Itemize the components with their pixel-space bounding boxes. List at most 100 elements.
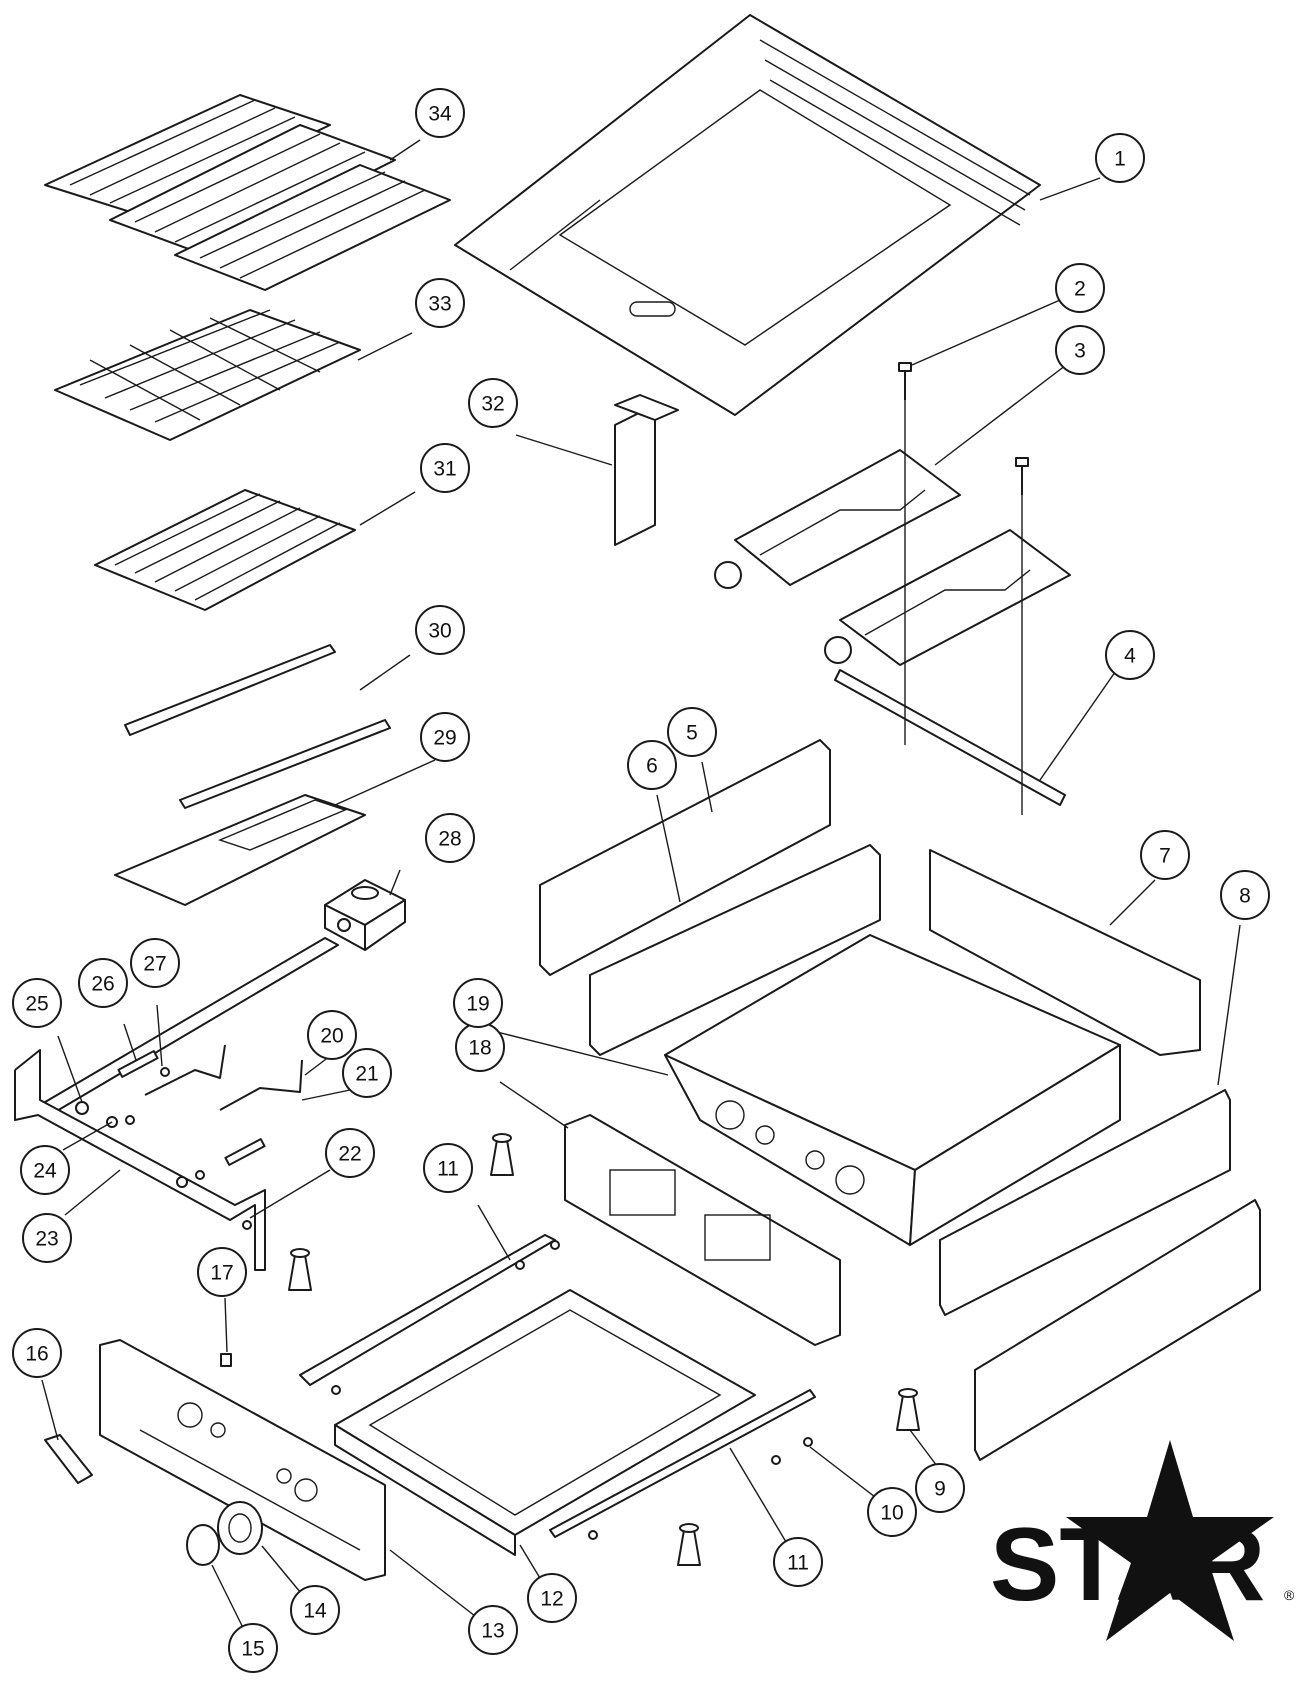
callout-circle (527, 1573, 577, 1623)
callout-number: 29 (433, 727, 456, 750)
callout-circle (468, 1605, 518, 1655)
callout-circle (867, 1487, 917, 1537)
callout-circle (1140, 830, 1190, 880)
callout-22: 22 (325, 1128, 375, 1178)
callout-number: 16 (25, 1343, 48, 1366)
part-back-panel-5 (539, 739, 831, 976)
star-logo: STAR ® (990, 1440, 1295, 1641)
callout-circle (228, 1623, 278, 1673)
callout-number: 31 (433, 458, 456, 481)
part-igniter-16 (44, 1434, 93, 1484)
part-front-bracket-18 (564, 1114, 841, 1346)
part-gas-valve-28 (324, 879, 406, 951)
callout-circle (415, 88, 465, 138)
part-drip-tray-29 (114, 794, 366, 906)
callout-number: 28 (438, 828, 461, 851)
callout-number: 32 (481, 393, 504, 416)
callout-circle (78, 958, 128, 1008)
callout-6: 6 (627, 740, 677, 790)
logo-registered-mark: ® (1284, 1587, 1295, 1603)
callout-25: 25 (12, 978, 62, 1028)
callout-32: 32 (468, 378, 518, 428)
part-knob-15 (186, 1524, 220, 1566)
callout-3: 3 (1055, 325, 1105, 375)
callout-2: 2 (1055, 263, 1105, 313)
callout-number: 11 (787, 1552, 809, 1575)
part-legs (288, 1133, 920, 1566)
callout-number: 12 (540, 1588, 563, 1611)
callout-27: 27 (130, 938, 180, 988)
callout-17: 17 (197, 1247, 247, 1297)
part-grate-31 (94, 489, 356, 611)
callout-number: 3 (1074, 340, 1086, 363)
logo-star-shape (1066, 1440, 1274, 1641)
callout-number: 15 (241, 1638, 264, 1661)
part-angle-strips-30 (124, 644, 391, 809)
part-briquettes-33 (54, 309, 361, 441)
part-fittings (75, 1044, 303, 1230)
part-side-rail-7 (929, 849, 1201, 1056)
callout-8: 8 (1220, 870, 1270, 920)
callout-circle (325, 1128, 375, 1178)
callout-number: 2 (1074, 278, 1086, 301)
callout-circle (22, 1213, 72, 1263)
callout-4: 4 (1105, 630, 1155, 680)
callout-number: 11 (437, 1158, 459, 1181)
callout-circle (453, 978, 503, 1028)
part-back-panel-6 (589, 844, 881, 1056)
callout-circle (197, 1247, 247, 1297)
callout-29: 29 (420, 712, 470, 762)
callout-18: 18 (455, 1022, 505, 1072)
part-bezel-14 (217, 1501, 263, 1555)
callout-circle (1105, 630, 1155, 680)
callout-13: 13 (468, 1605, 518, 1655)
callout-15: 15 (228, 1623, 278, 1673)
part-screws-10 (331, 1240, 813, 1540)
callout-circle (425, 813, 475, 863)
part-manifold-23 (14, 937, 339, 1271)
callout-10: 10 (867, 1487, 917, 1537)
callout-circle (307, 1010, 357, 1060)
part-pilot-shield-32 (614, 394, 679, 546)
callout-circle (420, 712, 470, 762)
part-top-frame-1 (454, 14, 1041, 416)
callout-number: 1 (1114, 148, 1126, 171)
callout-circle (1220, 870, 1270, 920)
callout-circle (773, 1537, 823, 1587)
callout-circle (20, 1145, 70, 1195)
callout-16: 16 (12, 1328, 62, 1378)
callout-number: 8 (1239, 885, 1251, 908)
callout-circle (1095, 133, 1145, 183)
callout-number: 30 (428, 620, 451, 643)
callout-19: 19 (453, 978, 503, 1028)
callout-number: 20 (320, 1025, 343, 1048)
callout-circle (415, 605, 465, 655)
callout-12: 12 (527, 1573, 577, 1623)
part-side-panel-8 (939, 1089, 1231, 1316)
callout-23: 23 (22, 1213, 72, 1263)
callout-number: 18 (468, 1037, 491, 1060)
callout-number: 5 (686, 722, 698, 745)
callout-24: 24 (20, 1145, 70, 1195)
callout-number: 17 (210, 1262, 233, 1285)
callout-circle (342, 1048, 392, 1098)
callout-number: 6 (646, 755, 658, 778)
callout-circle (1055, 325, 1105, 375)
callout-circle (290, 1585, 340, 1635)
callout-number: 22 (338, 1143, 361, 1166)
callout-1: 1 (1095, 133, 1145, 183)
part-burners-3 (714, 449, 1071, 666)
callout-33: 33 (415, 278, 465, 328)
callout-circle (423, 1143, 473, 1193)
callout-7: 7 (1140, 830, 1190, 880)
callout-30: 30 (415, 605, 465, 655)
callout-number: 23 (35, 1228, 58, 1251)
part-cooking-grates-34 (44, 94, 451, 291)
callout-11: 11 (423, 1143, 473, 1193)
callout-28: 28 (425, 813, 475, 863)
callout-11: 11 (773, 1537, 823, 1587)
part-clip-17 (220, 1353, 232, 1367)
callout-number: 33 (428, 293, 451, 316)
callout-20: 20 (307, 1010, 357, 1060)
